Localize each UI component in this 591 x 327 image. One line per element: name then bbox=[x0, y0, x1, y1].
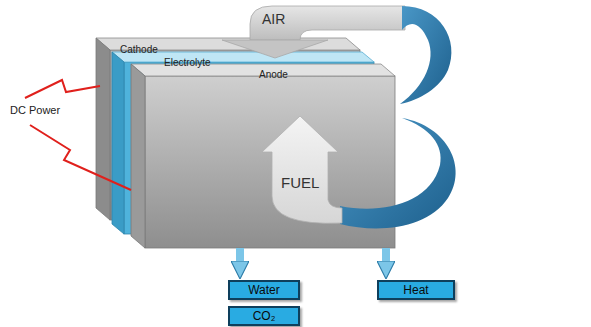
recirculation-arc bbox=[400, 6, 451, 104]
anode-plate: Anode bbox=[131, 64, 395, 248]
cathode-side bbox=[96, 38, 110, 220]
output-box: Heat bbox=[377, 280, 455, 300]
air-arrow-shaft bbox=[250, 6, 405, 40]
plate-name: Electrolyte bbox=[164, 57, 211, 68]
electrolyte-plate: Electrolyte bbox=[112, 52, 374, 234]
box-text: Heat bbox=[403, 283, 428, 297]
box-text: Water bbox=[248, 283, 280, 297]
power-label: DC Power bbox=[10, 104, 60, 117]
power-lead bbox=[25, 80, 100, 98]
box-text: CO₂ bbox=[253, 309, 276, 323]
anode-side bbox=[131, 64, 145, 248]
output-box: CO₂ bbox=[228, 306, 300, 326]
air-label: AIR bbox=[262, 11, 285, 27]
output-box: Water bbox=[228, 280, 300, 300]
air-arrow-head bbox=[222, 40, 328, 58]
plate-name: Cathode bbox=[120, 44, 158, 55]
recirculation-arc bbox=[340, 118, 456, 228]
fuel-arrow bbox=[262, 116, 342, 223]
output-arrow bbox=[382, 248, 390, 261]
electrolyte-side bbox=[112, 52, 124, 234]
cathode-plate: Cathode bbox=[96, 38, 360, 220]
fuel-label: FUEL bbox=[281, 174, 319, 191]
plate-name: Anode bbox=[259, 69, 288, 80]
power-lead bbox=[30, 125, 131, 190]
output-arrow bbox=[236, 248, 244, 261]
